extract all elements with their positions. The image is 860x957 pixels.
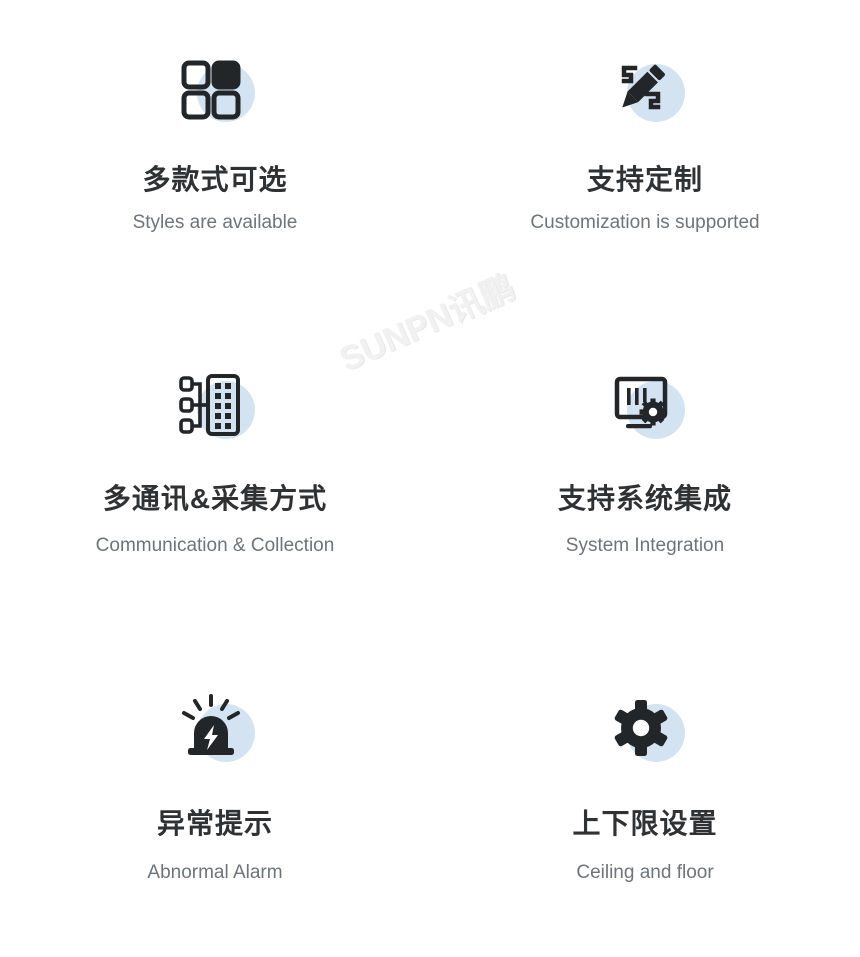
network-rack-icon-wrap	[167, 369, 263, 455]
feature-card-styles: 多款式可选 Styles are available	[0, 0, 430, 317]
feature-title-cn: 多通讯&采集方式	[102, 483, 328, 514]
feature-card-abnormal-alarm: 异常提示 Abnormal Alarm	[0, 634, 430, 957]
feature-title-en: Ceiling and floor	[576, 862, 714, 884]
network-rack-icon	[175, 369, 247, 441]
feature-title-cn: 多款式可选	[142, 164, 288, 195]
feature-title-en: System Integration	[565, 535, 725, 557]
feature-title-cn: 支持系统集成	[557, 483, 732, 514]
monitor-gear-icon-wrap	[597, 369, 693, 455]
feature-title-cn: 上下限设置	[572, 808, 718, 839]
monitor-gear-icon	[605, 369, 677, 441]
feature-title-en: Customization is supported	[530, 212, 760, 234]
feature-card-ceiling-floor: 上下限设置 Ceiling and floor	[430, 634, 860, 957]
feature-title-en: Abnormal Alarm	[147, 862, 283, 884]
feature-title-en: Communication & Collection	[95, 535, 335, 557]
gear-icon-wrap	[597, 692, 693, 778]
pencil-edit-icon-wrap	[597, 52, 693, 138]
four-squares-icon-wrap	[167, 52, 263, 138]
feature-title-cn: 异常提示	[156, 808, 273, 839]
feature-card-system-integration: 支持系统集成 System Integration	[430, 317, 860, 634]
feature-title-cn: 支持定制	[586, 164, 703, 195]
feature-card-customization: 支持定制 Customization is supported	[430, 0, 860, 317]
alarm-siren-icon	[175, 692, 247, 764]
four-squares-icon	[175, 52, 247, 124]
feature-card-communication: 多通讯&采集方式 Communication & Collection	[0, 317, 430, 634]
alarm-siren-icon-wrap	[167, 692, 263, 778]
pencil-edit-icon	[605, 52, 677, 124]
gear-icon	[605, 692, 677, 764]
feature-title-en: Styles are available	[132, 212, 298, 234]
